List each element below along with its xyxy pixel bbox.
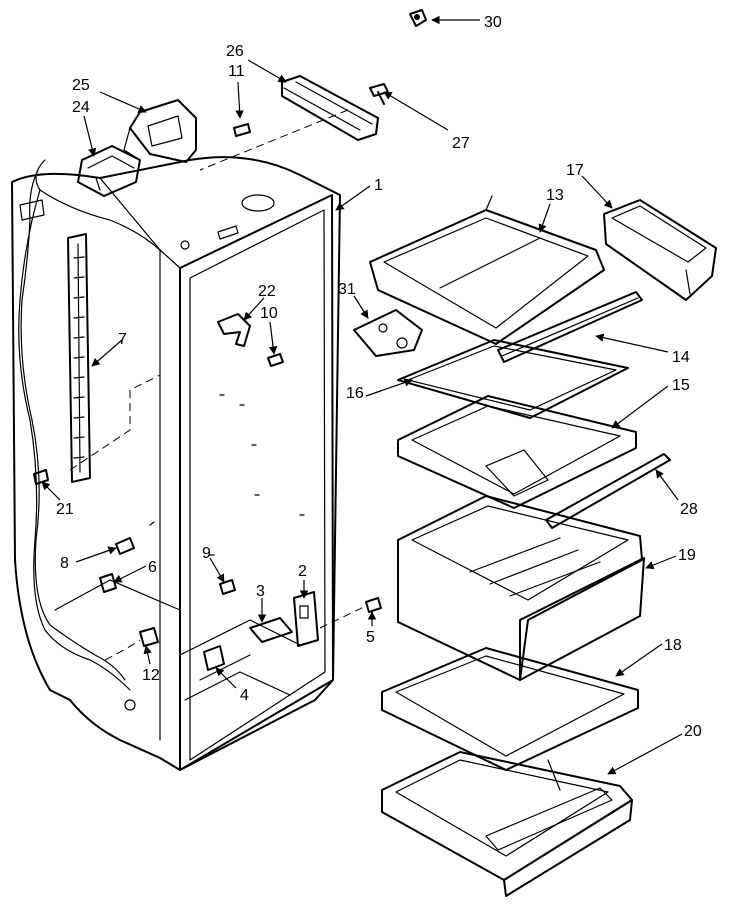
callout-1: 1 xyxy=(374,177,383,194)
crisper-cover-frame xyxy=(397,395,637,509)
callout-20: 20 xyxy=(684,723,702,740)
callout-14: 14 xyxy=(672,349,690,366)
callout-19: 19 xyxy=(678,547,696,564)
callout-13: 13 xyxy=(546,187,564,204)
air-damper xyxy=(353,309,423,357)
bracket-3 xyxy=(249,617,293,643)
callout-6: 6 xyxy=(148,559,157,576)
callout-9: 9 xyxy=(202,545,211,562)
clip-8 xyxy=(115,537,135,555)
callout-21: 21 xyxy=(56,501,74,518)
screw-10 xyxy=(267,353,284,367)
callout-27: 27 xyxy=(452,135,470,152)
callout-5: 5 xyxy=(366,629,375,646)
screw-9 xyxy=(219,579,236,595)
callout-8: 8 xyxy=(60,555,69,572)
callout-26: 26 xyxy=(226,43,244,60)
screw-30 xyxy=(409,9,427,27)
crisper-drawer xyxy=(397,495,645,681)
heater-wire xyxy=(20,169,126,681)
door-bin xyxy=(603,199,717,301)
meat-pan xyxy=(381,751,633,897)
callout-10: 10 xyxy=(260,305,278,322)
callout-4: 4 xyxy=(240,687,249,704)
leader-lines xyxy=(41,15,683,775)
screw-27 xyxy=(369,83,389,105)
divider-bar xyxy=(545,453,671,529)
screw-21 xyxy=(33,469,49,485)
callout-24: 24 xyxy=(72,99,90,116)
shelf-rail xyxy=(67,233,91,483)
control-bracket xyxy=(123,99,197,163)
callout-17: 17 xyxy=(566,162,584,179)
callout-2: 2 xyxy=(298,563,307,580)
top-grille xyxy=(281,75,379,141)
wire-shelf xyxy=(369,195,605,345)
control-housing xyxy=(77,145,141,197)
callout-3: 3 xyxy=(256,583,265,600)
cover-4 xyxy=(203,645,225,671)
callout-15: 15 xyxy=(672,377,690,394)
callout-7: 7 xyxy=(118,331,127,348)
callout-16: 16 xyxy=(346,385,364,402)
callout-25: 25 xyxy=(72,77,90,94)
clip-12 xyxy=(139,627,159,647)
lower-shelf xyxy=(381,647,639,771)
bracket-22 xyxy=(217,313,251,347)
callout-31: 31 xyxy=(338,281,356,298)
callout-12: 12 xyxy=(142,667,160,684)
hinge-2 xyxy=(293,591,319,647)
callout-30: 30 xyxy=(484,14,502,31)
screw-11 xyxy=(233,123,251,137)
screw-5 xyxy=(365,597,382,613)
cabinet-liner xyxy=(11,156,341,771)
clip-6 xyxy=(99,573,117,593)
callout-11: 11 xyxy=(228,63,245,80)
callout-28: 28 xyxy=(680,501,698,518)
callout-22: 22 xyxy=(258,283,276,300)
glass-shelf xyxy=(397,339,629,419)
callout-18: 18 xyxy=(664,637,682,654)
